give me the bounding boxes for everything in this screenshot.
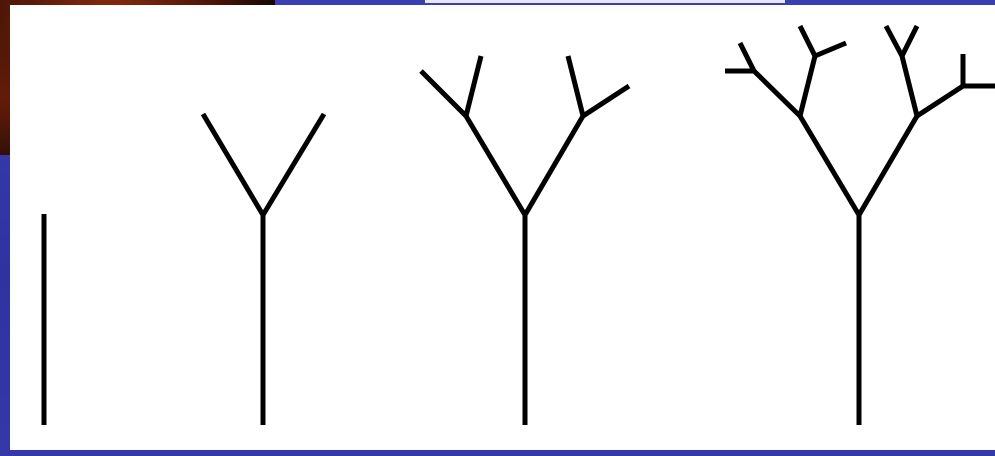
diagram-canvas	[10, 5, 995, 450]
fractal-tree-diagram	[10, 5, 995, 450]
leaf	[902, 26, 917, 56]
tree-stage-4	[725, 26, 995, 425]
branch-left	[203, 114, 263, 215]
top-strip	[425, 0, 785, 3]
leaf	[740, 43, 754, 71]
branch-left	[800, 116, 859, 215]
twig	[800, 56, 815, 116]
branch-right	[525, 116, 583, 215]
leaf	[886, 26, 902, 56]
branch-right	[263, 114, 324, 215]
leaf	[800, 26, 815, 56]
twig	[754, 71, 800, 116]
twig	[902, 56, 917, 116]
branch-left	[466, 116, 525, 215]
twig	[917, 86, 963, 116]
tree-stage-2	[203, 114, 324, 425]
twig	[568, 56, 583, 116]
twig	[583, 86, 629, 116]
tree-stage-3	[421, 56, 629, 425]
twig	[421, 71, 466, 116]
branch-right	[859, 116, 917, 215]
leaf	[815, 43, 846, 56]
twig	[466, 56, 481, 116]
